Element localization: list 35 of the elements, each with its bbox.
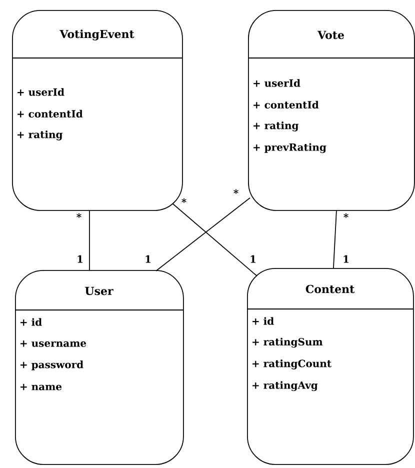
- association-line: [89, 210, 90, 270]
- multiplicity: *: [234, 189, 238, 194]
- attribute: + name: [20, 384, 62, 390]
- class-box: [246, 268, 414, 465]
- attribute: + ratingCount: [252, 359, 332, 370]
- class-name: VotingEvent: [60, 30, 134, 40]
- class-box: [248, 10, 415, 211]
- attribute: + prevRating: [254, 143, 326, 154]
- multiplicity: 1: [344, 255, 348, 263]
- attribute: + id: [20, 318, 42, 326]
- attribute: + rating: [254, 121, 298, 132]
- attribute: + contentId: [18, 110, 83, 118]
- attribute: + contentId: [254, 100, 319, 109]
- attribute: + userId: [18, 88, 64, 96]
- multiplicity: *: [182, 198, 186, 203]
- multiplicity: 1: [146, 255, 150, 263]
- association-line: [155, 197, 250, 272]
- class-box: [14, 270, 184, 465]
- attribute: + ratingAvg: [252, 381, 318, 392]
- class-name: User: [85, 286, 114, 296]
- multiplicity: *: [344, 213, 348, 218]
- class-box: [12, 10, 183, 211]
- attribute: + password: [20, 360, 84, 370]
- association-line: [172, 203, 258, 276]
- attribute: + rating: [18, 130, 62, 140]
- multiplicity: 1: [250, 255, 256, 263]
- association-line: [333, 210, 337, 268]
- multiplicity: *: [76, 213, 82, 218]
- class-name: Content: [306, 284, 355, 294]
- multiplicity: 1: [78, 255, 82, 263]
- class-name: Vote: [317, 30, 344, 40]
- attribute: + username: [20, 340, 86, 347]
- attribute: + userId: [254, 79, 300, 87]
- attribute: + id: [252, 317, 274, 325]
- attribute: + ratingSum: [252, 338, 323, 348]
